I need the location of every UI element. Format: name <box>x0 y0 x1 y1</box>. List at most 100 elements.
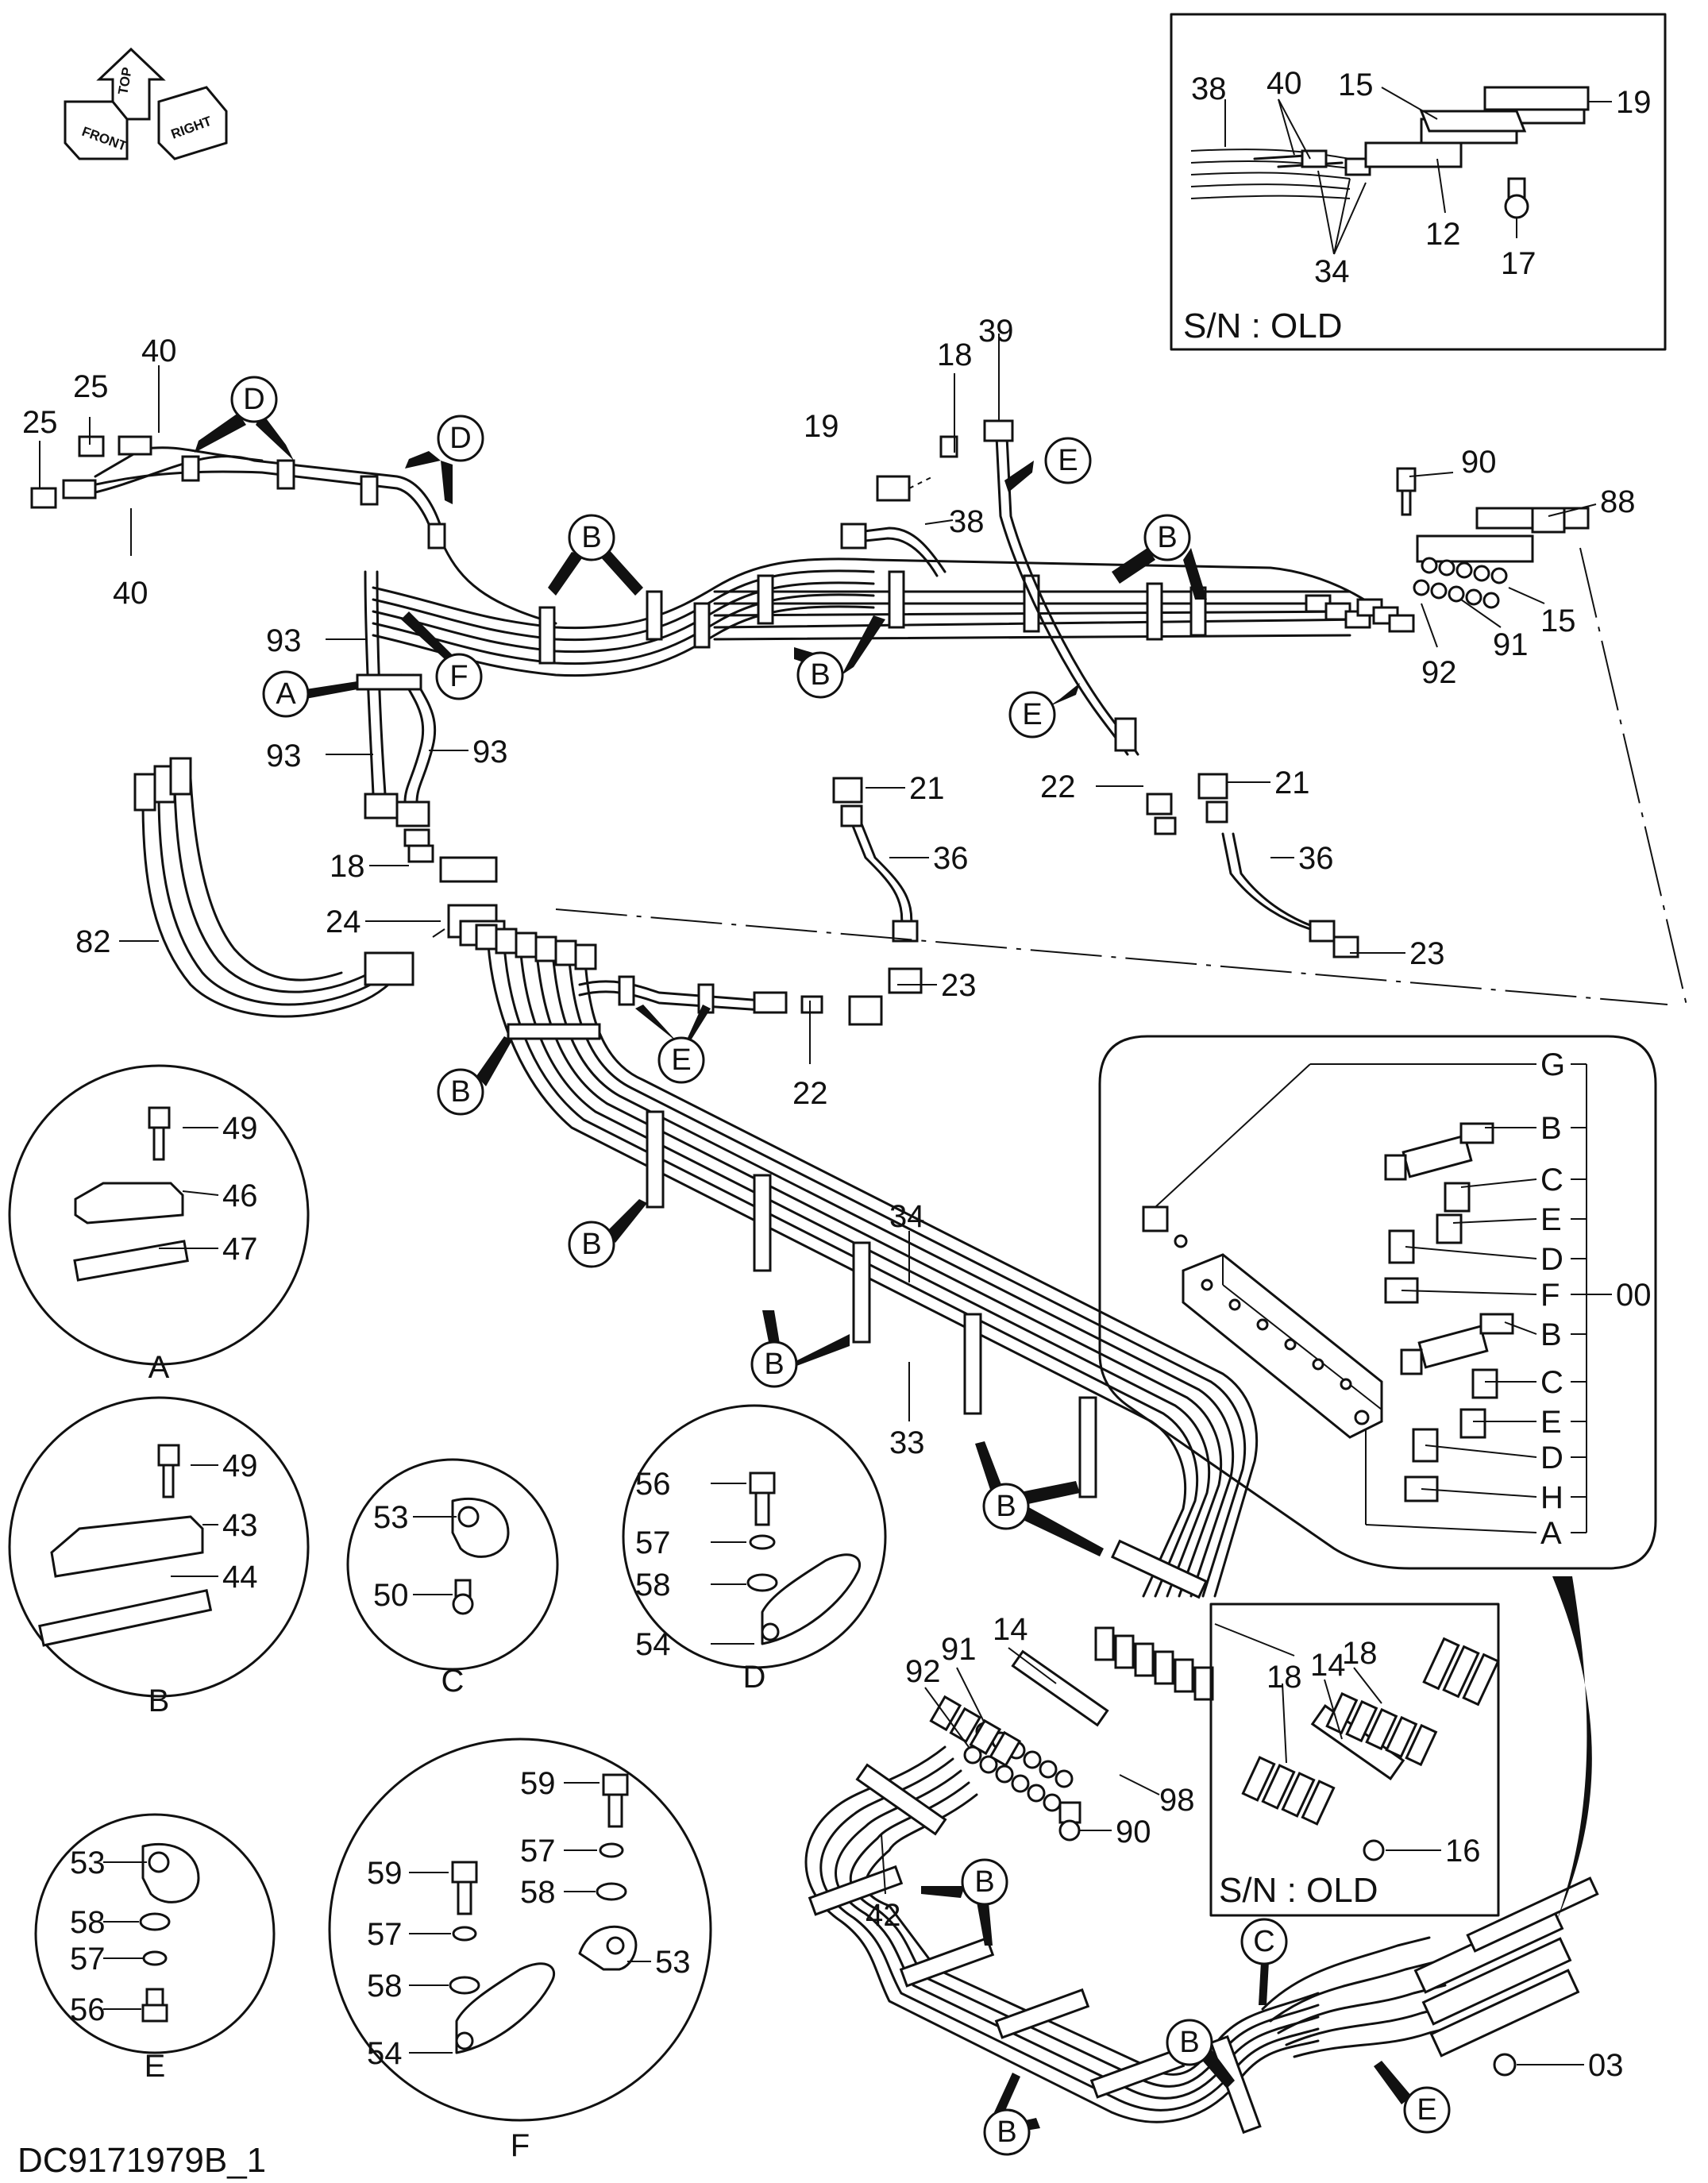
callout-34: 34 <box>889 1199 925 1234</box>
valve-detail-inset: G B C E D F B C E D H A 00 <box>1098 1035 1657 1570</box>
hose-end-fittings-right <box>1305 594 1415 633</box>
bubble-d-left: D <box>195 376 294 461</box>
bubble-b-upper-left: B <box>548 514 643 596</box>
callout-93-left: 93 <box>266 739 302 773</box>
callout-36-left: 36 <box>933 841 969 876</box>
svg-text:B: B <box>581 521 601 554</box>
bubble-b-bundle-top: B <box>437 1036 512 1116</box>
bubble-b-bundle-right: B <box>975 1441 1104 1556</box>
callout-40-bottom: 40 <box>113 576 148 611</box>
callout-19-inset: 19 <box>1616 85 1652 120</box>
detail-b-label: B <box>148 1684 170 1718</box>
valve-port-d-upper: D <box>1540 1242 1563 1277</box>
detail-a: 49 46 47 A <box>8 1064 310 1385</box>
svg-text:E: E <box>671 1043 691 1077</box>
detail-f-callout-57-lower: 57 <box>367 1917 403 1952</box>
svg-text:E: E <box>1417 2093 1436 2127</box>
detail-f-label: F <box>511 2128 530 2163</box>
inset-old-bottom: 18 14 18 16 S/N : OLD <box>1209 1603 1500 1917</box>
inset-bottom-callout-16: 16 <box>1445 1834 1481 1869</box>
detail-d-callout-58: 58 <box>635 1568 671 1603</box>
detail-e-label: E <box>145 2049 166 2084</box>
callout-40-inset: 40 <box>1267 66 1302 101</box>
callout-23-right: 23 <box>1409 936 1445 971</box>
callout-88: 88 <box>1600 484 1636 519</box>
bubble-b-upper-right: B <box>1112 514 1207 600</box>
svg-text:B: B <box>996 1490 1016 1523</box>
bubble-b-lower-center: B <box>794 615 885 699</box>
main-leaders <box>39 334 1597 2065</box>
valve-port-a: A <box>1540 1516 1562 1551</box>
detail-e-callout-56: 56 <box>70 1992 106 2027</box>
inset-old-top: 38 40 15 19 34 12 17 S/N : OLD <box>1170 13 1667 351</box>
svg-text:B: B <box>764 1348 784 1381</box>
callout-25-lower: 25 <box>22 405 58 440</box>
detail-c-callout-50: 50 <box>373 1578 409 1613</box>
svg-text:E: E <box>1058 444 1078 477</box>
inset-caption-old-top: S/N : OLD <box>1183 307 1343 345</box>
bubble-b-bundle-mid: B <box>750 1310 850 1388</box>
detail-c-callout-53: 53 <box>373 1500 409 1535</box>
main-bundle-33-34 <box>475 924 1259 1842</box>
drawing-id: DC9171979B_1 <box>17 2141 266 2180</box>
bubble-e-lower: E <box>635 1005 711 1084</box>
bubble-b-lower-right: B <box>1166 2019 1235 2089</box>
callout-98: 98 <box>1159 1783 1195 1818</box>
callout-18-top: 18 <box>937 337 973 372</box>
detail-e-callout-53: 53 <box>70 1846 106 1880</box>
callout-93-upper: 93 <box>266 623 302 658</box>
callout-38-inset: 38 <box>1191 71 1227 106</box>
orientation-glyph: FRONT TOP RIGHT <box>64 47 228 160</box>
detail-a-callout-47: 47 <box>222 1232 258 1267</box>
valve-port-d-lower: D <box>1540 1441 1563 1475</box>
inset-bottom-callout-18-right: 18 <box>1342 1636 1378 1671</box>
detail-f-callout-53: 53 <box>655 1945 691 1980</box>
callout-82: 82 <box>75 924 111 959</box>
detail-b: 49 43 44 B <box>8 1396 310 1718</box>
valve-port-f: F <box>1540 1278 1560 1313</box>
bubble-b-lower-bottom: B <box>983 2073 1040 2156</box>
svg-text:B: B <box>581 1228 601 1261</box>
bubble-b-lower-upper: B <box>921 1858 1008 1946</box>
detail-f-callout-58-lower: 58 <box>367 1969 403 2004</box>
callout-03: 03 <box>1588 2048 1624 2083</box>
bubble-b-bundle-left: B <box>568 1199 647 1268</box>
bundle-bottom-fittings <box>1094 1626 1214 1701</box>
callout-36-right: 36 <box>1298 841 1334 876</box>
callout-14: 14 <box>993 1612 1028 1647</box>
detail-f: 59 57 58 53 59 57 58 54 F <box>328 1738 712 2163</box>
callout-17-inset: 17 <box>1501 246 1536 281</box>
detail-b-callout-43: 43 <box>222 1508 258 1543</box>
callout-39: 39 <box>978 314 1014 349</box>
detail-f-callout-59-upper: 59 <box>520 1766 556 1801</box>
svg-text:A: A <box>276 677 296 711</box>
callout-92-top: 92 <box>1421 655 1457 690</box>
callout-93-right: 93 <box>472 735 508 769</box>
callout-15-main: 15 <box>1540 604 1576 638</box>
pilot-lines-36 <box>578 773 1359 1026</box>
valve-port-c-upper: C <box>1540 1163 1563 1198</box>
hose-82-group <box>133 757 414 1018</box>
callout-90-top: 90 <box>1461 445 1497 480</box>
detail-d: 56 57 58 54 D <box>622 1404 887 1695</box>
callout-21-left: 21 <box>909 771 945 806</box>
bubble-d-right: D <box>405 415 484 504</box>
bubble-a: A <box>262 670 357 718</box>
callout-40-top: 40 <box>141 334 177 368</box>
callout-90-bottom: 90 <box>1116 1815 1151 1849</box>
detail-e-callout-57: 57 <box>70 1942 106 1977</box>
callout-22-right: 22 <box>1040 769 1076 804</box>
bubble-f: F <box>401 611 483 700</box>
callout-92-bottom: 92 <box>905 1654 941 1689</box>
svg-text:D: D <box>449 422 471 455</box>
bubble-e-middle: E <box>1008 683 1080 739</box>
callout-25-upper: 25 <box>73 369 109 404</box>
valve-port-leaders <box>1155 1063 1612 1533</box>
svg-text:B: B <box>450 1075 470 1109</box>
valve-port-h: H <box>1540 1480 1563 1515</box>
view-bubbles: D D B B B A <box>195 376 1451 2156</box>
callout-24: 24 <box>326 904 361 939</box>
detail-b-callout-49: 49 <box>222 1448 258 1483</box>
valve-port-c-lower: C <box>1540 1365 1563 1400</box>
detail-c-label: C <box>441 1664 465 1699</box>
